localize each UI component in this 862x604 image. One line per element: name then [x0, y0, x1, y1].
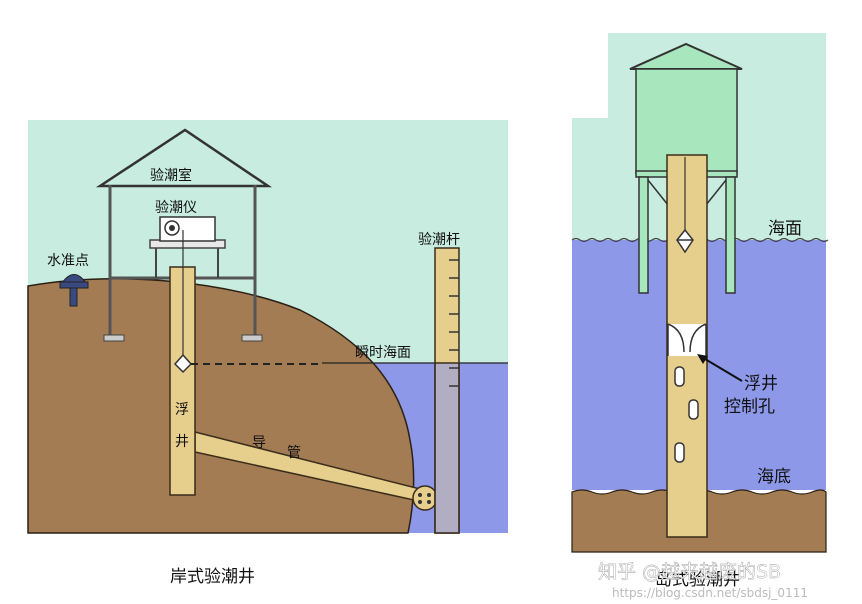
left-caption: 岸式验潮井 — [170, 567, 255, 587]
control-hole-funnel — [667, 323, 707, 356]
arrow-head-icon — [697, 354, 708, 364]
benchmark-label: 水准点 — [47, 253, 89, 269]
float-icon — [173, 353, 193, 374]
island-tide-well-diagram: 海面 浮井 控制孔 海底 岛式验潮井 — [571, 33, 829, 590]
tide-room-house — [95, 128, 273, 342]
control-hole-arrow — [699, 355, 743, 382]
instant-sea-level-label: 瞬时海面 — [355, 345, 411, 361]
side-hole — [674, 366, 685, 387]
tide-gauge-label: 验潮仪 — [155, 200, 197, 216]
tide-staff-label: 验潮杆 — [418, 232, 460, 248]
right-caption: 岛式验潮井 — [655, 570, 740, 590]
watermark-url: https://blog.csdn.net/sbdsj_0111 — [612, 586, 808, 600]
sea-surface-label: 海面 — [768, 219, 802, 239]
float-well-label-2: 井 — [175, 434, 189, 450]
control-hole-label-1: 浮井 — [744, 374, 778, 394]
benchmark-marker-icon — [59, 274, 89, 307]
float-well-label-1: 浮 — [175, 402, 189, 418]
shore-tide-well-diagram: 验潮室 验潮仪 水准点 验潮杆 瞬时海面 浮 井 导 管 岸式验潮井 — [27, 120, 508, 587]
conduit-label-1: 导 — [252, 435, 266, 451]
side-hole — [674, 442, 685, 463]
conduit-label-2: 管 — [287, 445, 301, 461]
side-hole — [688, 399, 699, 420]
control-hole-label-2: 控制孔 — [724, 397, 775, 417]
conduit-inlet — [412, 485, 438, 511]
tide-room-label: 验潮室 — [150, 167, 192, 184]
tide-staff — [434, 247, 460, 534]
seabed-label: 海底 — [757, 467, 791, 487]
watermark-text: 知乎 @越来越废的SB — [598, 561, 781, 583]
